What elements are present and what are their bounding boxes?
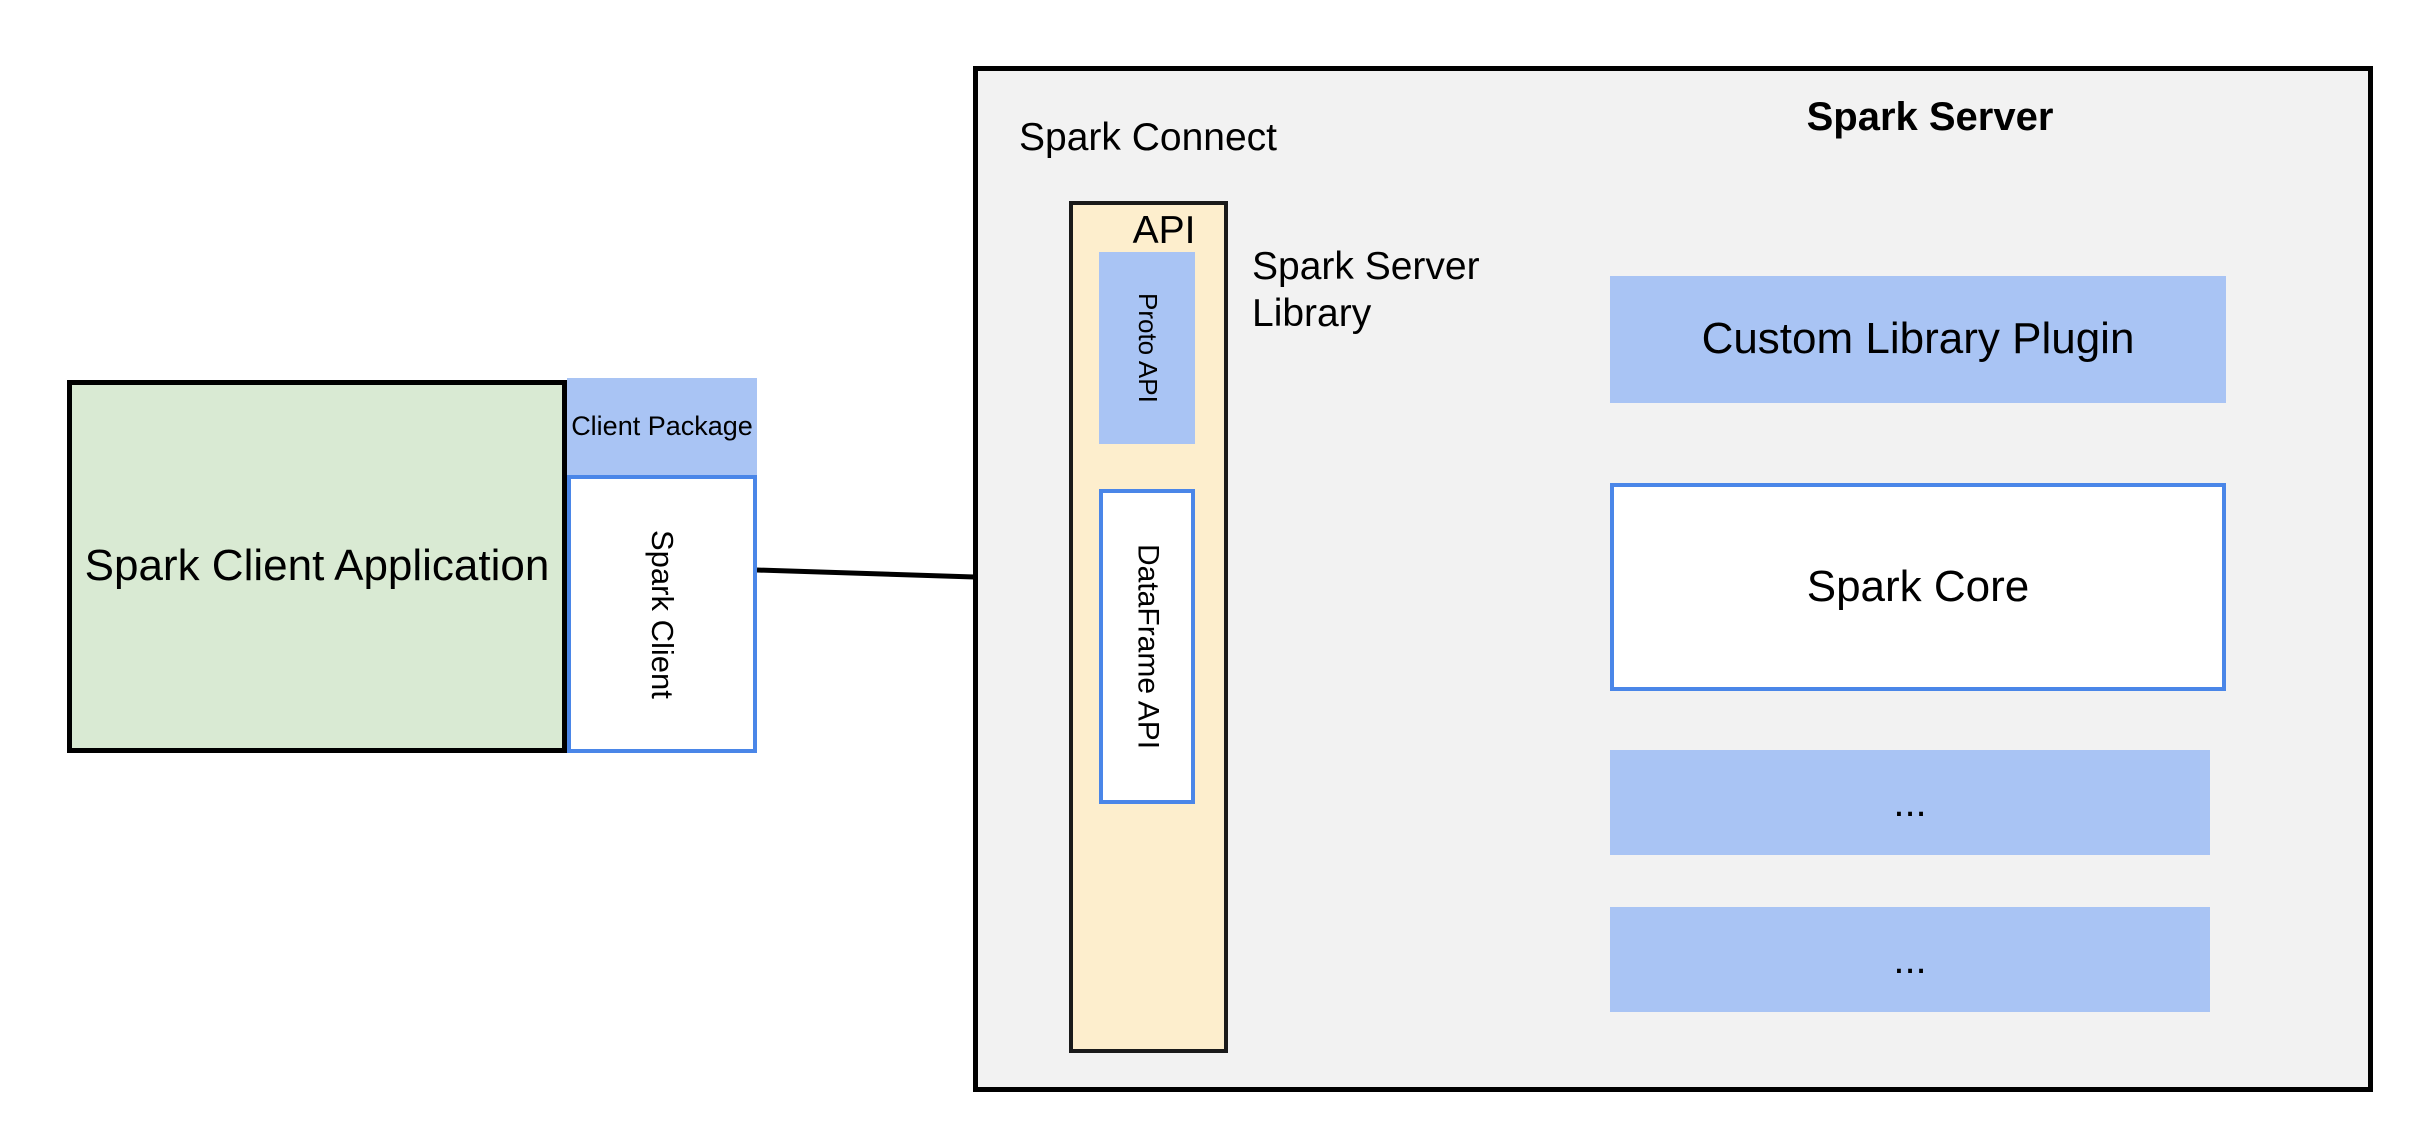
spark-core-box[interactable]: Spark Core	[1610, 483, 2226, 691]
spark-connect-api-label-line1: Spark Connect	[1019, 115, 1277, 159]
additional-plugin-box-1[interactable]: ...	[1610, 750, 2210, 855]
spark-server-title: Spark Server	[1806, 95, 2054, 139]
custom-library-plugin-box[interactable]: Custom Library Plugin	[1610, 276, 2226, 403]
spark-connect-api-label-line2: API	[1132, 209, 1196, 253]
client-package-box[interactable]: Client Package	[567, 378, 757, 475]
dataframe-api-box[interactable]: DataFrame API	[1099, 489, 1195, 804]
spark-client-box[interactable]: Spark Client	[567, 475, 757, 753]
spark-client-application-box[interactable]: Spark Client Application	[67, 380, 567, 753]
proto-api-box[interactable]: Proto API	[1099, 252, 1195, 444]
spark-server-library-label: Spark Server Library	[1252, 245, 1480, 335]
spark-connect-api-label: Spark Connect API	[1019, 68, 1309, 302]
additional-plugin-box-2[interactable]: ...	[1610, 907, 2210, 1012]
